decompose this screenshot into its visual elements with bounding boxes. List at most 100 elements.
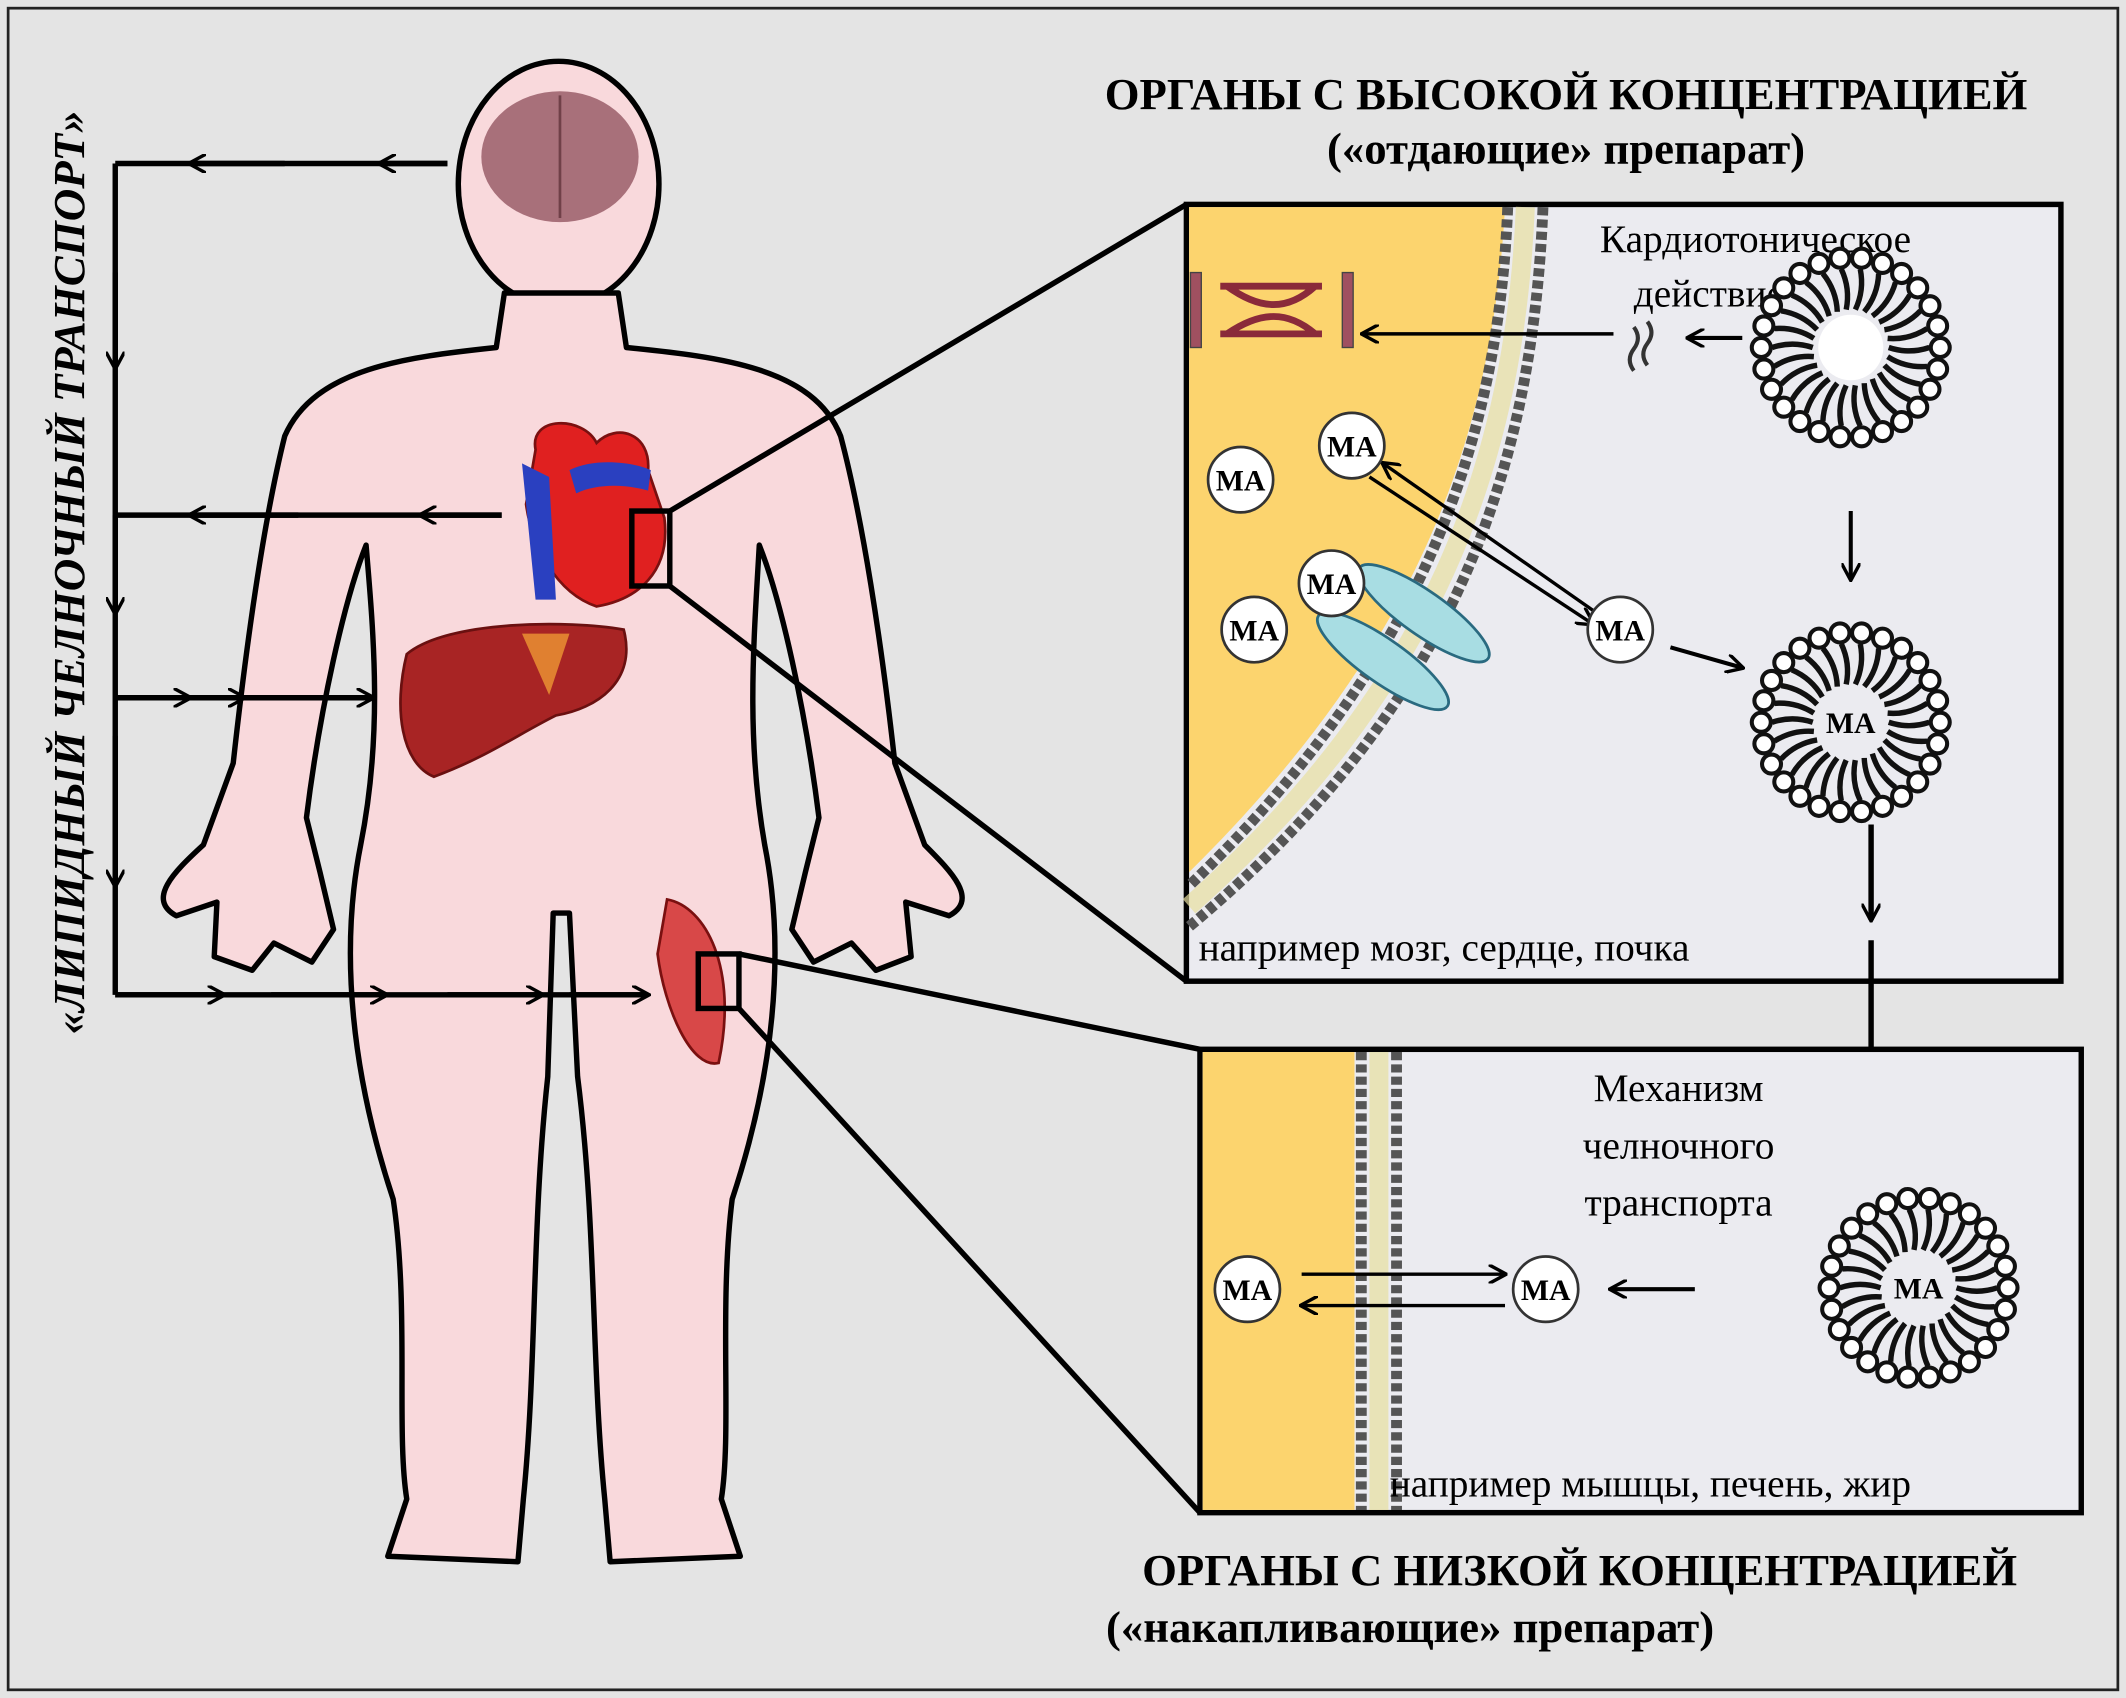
- ma-label: МА: [1894, 1273, 1944, 1306]
- lipid-head: [1870, 251, 1895, 275]
- lipid-tail: [1929, 1323, 1949, 1364]
- lipid-head: [1850, 621, 1874, 645]
- lipid-tail: [1929, 1213, 1950, 1254]
- lipid-head: [1788, 636, 1812, 660]
- lipid-tail: [1857, 1310, 1892, 1342]
- lipid-head: [1759, 752, 1784, 776]
- lipid-head: [1870, 626, 1895, 650]
- lipid-head: [1827, 1234, 1851, 1258]
- ma-circle: [1586, 595, 1655, 664]
- lipid-head: [1926, 314, 1950, 338]
- mechanism-line2: челночного: [1583, 1123, 1775, 1167]
- lipid-head: [1870, 420, 1895, 444]
- lipid-tail: [1852, 643, 1865, 686]
- lipid-head: [1986, 1318, 2010, 1342]
- ma-molecule: МА: [1317, 411, 1386, 480]
- zoom-connectors: [629, 202, 1202, 1515]
- lipid-head: [1918, 752, 1942, 776]
- lipid-head: [1807, 420, 1831, 444]
- lipid-tail: [1944, 1311, 1979, 1343]
- lipid-head: [1817, 1276, 1841, 1300]
- ma-label: МА: [1216, 465, 1266, 498]
- lipid-tail: [1840, 1293, 1882, 1310]
- lipid-tail: [1887, 719, 1931, 729]
- lipid-tail: [1820, 381, 1840, 422]
- mechanism-line3: транспорта: [1584, 1180, 1772, 1224]
- ma-molecule: МА: [1894, 1273, 1944, 1306]
- lipid-tail: [1838, 267, 1851, 311]
- lipid-head: [1840, 1216, 1864, 1240]
- heart-zoom-box: [629, 508, 673, 589]
- lipid-head: [1752, 732, 1776, 756]
- ma-molecule: МА: [1826, 707, 1876, 740]
- lipid-head: [1759, 294, 1784, 318]
- lipid-tail: [1804, 280, 1832, 317]
- lipid-tail: [1861, 383, 1881, 424]
- lipid-tail: [1789, 370, 1824, 402]
- lipid-head: [1749, 335, 1773, 360]
- ma-circle: [1220, 595, 1289, 664]
- lipid-tail: [1848, 1248, 1887, 1273]
- lipid-tail: [1876, 746, 1911, 778]
- lipid-tail: [1886, 354, 1928, 370]
- muscle: [656, 897, 727, 1065]
- lipid-tail: [1861, 757, 1881, 798]
- lipid-tail: [1837, 384, 1849, 427]
- lipid-head: [1938, 1360, 1962, 1384]
- liver: [399, 622, 628, 779]
- lipid-head: [1974, 1335, 1998, 1360]
- lipid-head: [1828, 799, 1852, 824]
- lipid-head: [1957, 1202, 1981, 1226]
- lipid-head: [1993, 1254, 2017, 1278]
- lipid-head: [1807, 251, 1831, 275]
- lipid-head: [1856, 1202, 1880, 1226]
- lipid-tail: [1919, 1325, 1931, 1368]
- lipid-tail: [1955, 1266, 1997, 1282]
- lipid-tail: [1887, 1321, 1908, 1362]
- micelles: [1749, 246, 2020, 1389]
- lipid-head: [1820, 1254, 1844, 1278]
- lipid-head: [1890, 261, 1914, 286]
- lipid-head: [1918, 377, 1942, 401]
- lipid-tail: [1804, 655, 1832, 692]
- lipid-tail: [1851, 384, 1863, 428]
- lipid-tail: [1771, 341, 1814, 351]
- lipid-head: [1928, 335, 1952, 360]
- bottom-caption: например мышцы, печень, жир: [1390, 1461, 1911, 1505]
- ma-circle: [1213, 1255, 1282, 1324]
- lipid-tail: [1870, 281, 1899, 319]
- lipid-tail: [1841, 1265, 1884, 1282]
- lipid-head: [1918, 294, 1942, 318]
- lipid-tail: [1945, 1233, 1980, 1266]
- lipid-tail: [1955, 1285, 1999, 1294]
- lipid-head: [1926, 732, 1950, 756]
- lipid-head: [1986, 1234, 2010, 1258]
- micelle: [1749, 621, 1952, 824]
- lipid-head: [1974, 1216, 1998, 1240]
- bottom-title: ОРГАНЫ С НИЗКОЙ КОНЦЕНТРАЦИЕЙ: [1142, 1545, 2017, 1595]
- lipid-head: [1890, 409, 1914, 434]
- top-caption: например мозг, сердце, почка: [1199, 926, 1690, 970]
- lipid-tail: [1852, 268, 1865, 311]
- lipid-tail: [1771, 716, 1814, 725]
- ion-channel-2: [1316, 610, 1450, 712]
- released-lipid-icon: [1627, 320, 1654, 372]
- lipid-head: [1759, 377, 1784, 401]
- heart-vessel: [522, 462, 651, 600]
- lipid-tail: [1838, 642, 1851, 685]
- lipid-head: [1926, 689, 1950, 713]
- lipid-tail: [1938, 1221, 1966, 1259]
- lipid-tail: [1878, 293, 1912, 325]
- lipid-head: [1850, 425, 1874, 449]
- effect-label-line2: действие: [1634, 272, 1784, 316]
- lipid-head: [1820, 1297, 1844, 1321]
- lipid-head: [1926, 357, 1950, 381]
- cell-membrane-outer: [1185, 206, 1514, 890]
- lipid-head: [1918, 668, 1942, 693]
- lipid-head: [1906, 651, 1930, 675]
- lipid-tail: [1871, 1317, 1899, 1354]
- lipid-head: [1906, 770, 1930, 794]
- cell-membrane-inner: [1185, 206, 1549, 931]
- lipid-tail: [1876, 371, 1911, 403]
- lipid-head: [1772, 770, 1796, 794]
